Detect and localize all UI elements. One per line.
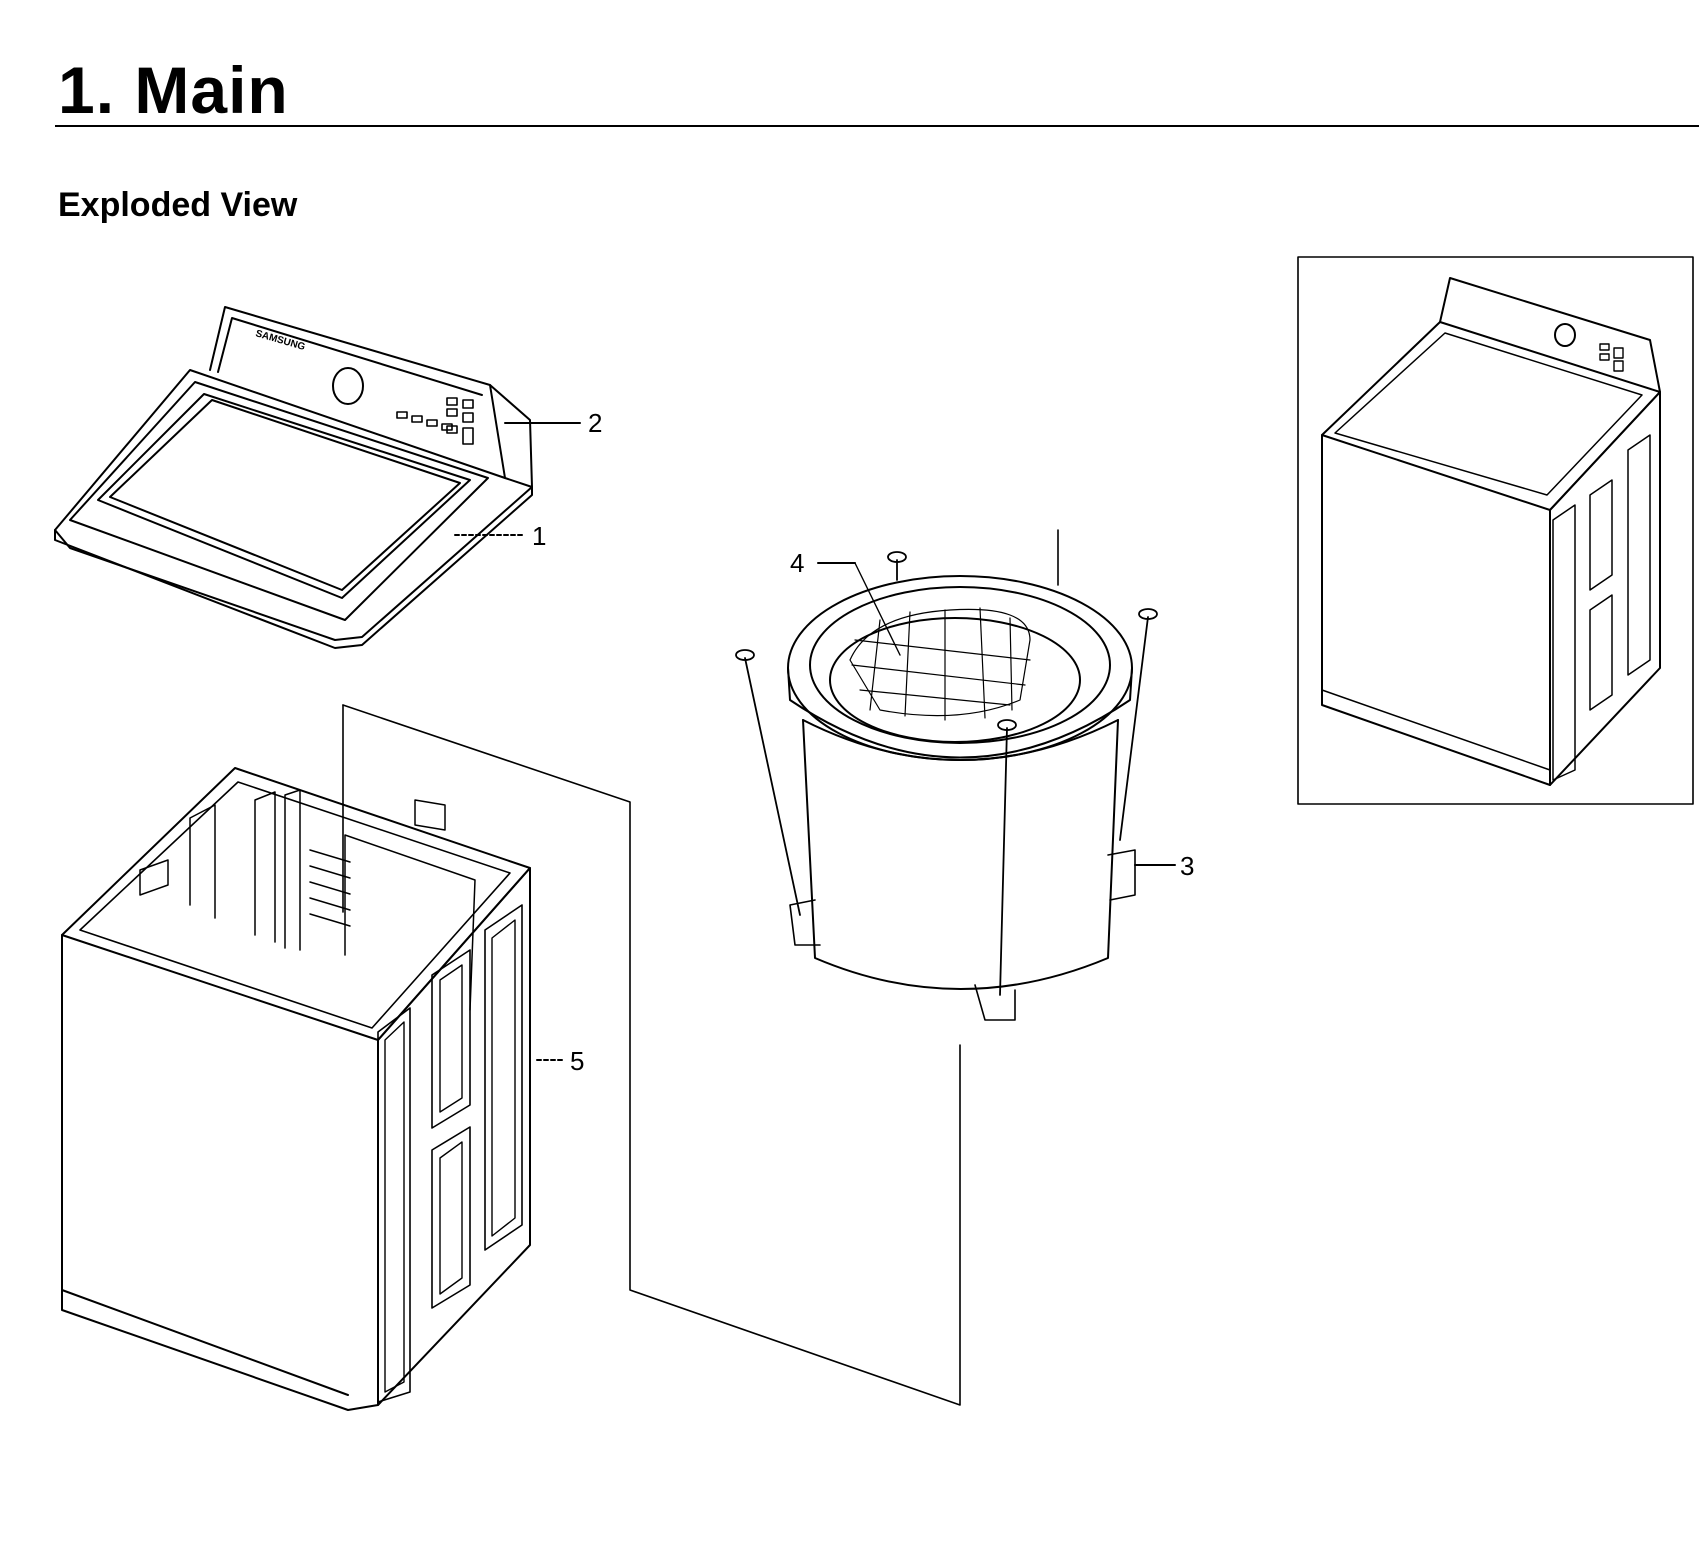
- top-cover-assembly: [54, 306, 533, 649]
- svg-text:1: 1: [532, 521, 546, 551]
- svg-text:5: 5: [570, 1046, 584, 1076]
- cabinet: [61, 767, 531, 1411]
- svg-text:3: 3: [1180, 851, 1194, 881]
- callout-5: 5: [536, 1046, 584, 1076]
- svg-text:4: 4: [790, 548, 804, 578]
- assembled-washer-inset: [1297, 256, 1694, 805]
- title-divider: [55, 125, 1699, 127]
- callout-4: 4: [790, 548, 901, 656]
- suspension-rods: [735, 551, 1158, 996]
- callout-3: 3: [1134, 851, 1194, 881]
- page-title: 1. Main: [58, 53, 289, 127]
- callout-2: 2: [504, 408, 602, 438]
- tub-assembly: [787, 575, 1136, 1021]
- section-title: Exploded View: [58, 186, 298, 224]
- callout-1: 1: [454, 521, 546, 551]
- pulsator-basket: [849, 607, 1031, 721]
- svg-text:2: 2: [588, 408, 602, 438]
- assembly-guide-lines: [342, 529, 1059, 1406]
